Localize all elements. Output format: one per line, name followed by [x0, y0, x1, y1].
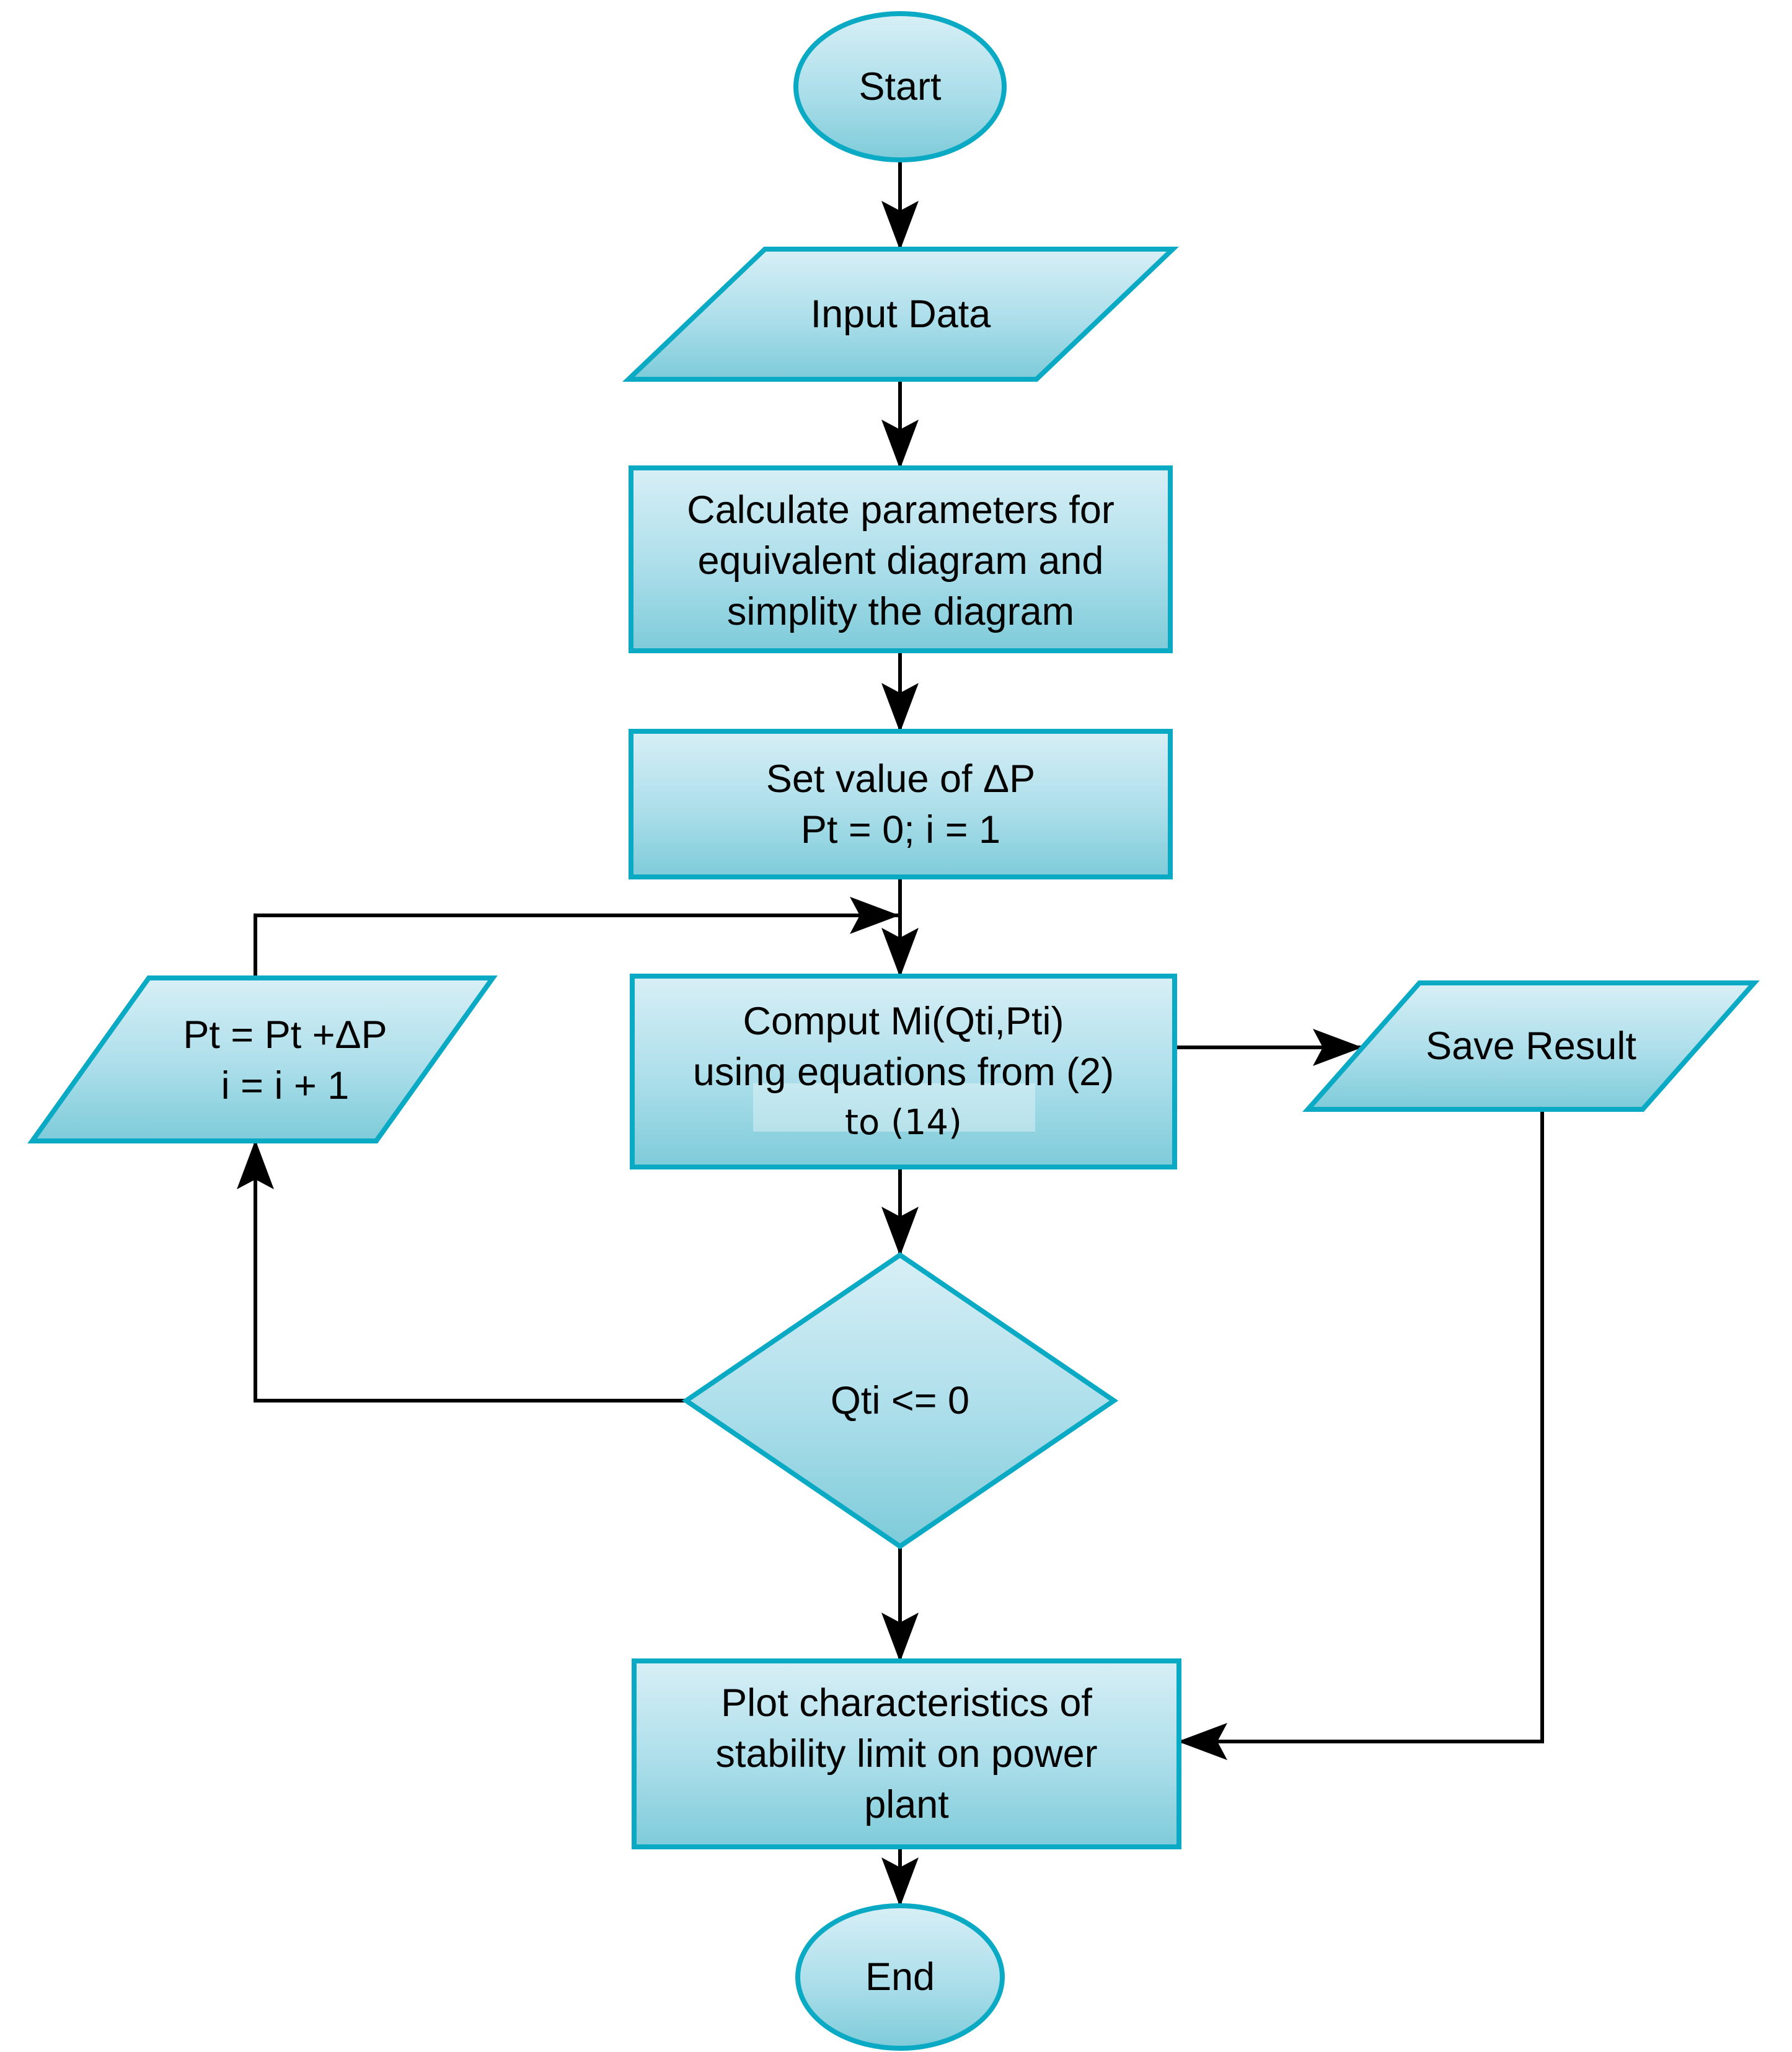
compute-line-3: to (14)	[845, 1103, 962, 1143]
compute-node-label: Comput Mi(Qti,Pti) using equations from …	[632, 980, 1175, 1164]
calculate-line-3: simplity the diagram	[726, 590, 1075, 633]
set-value-line-2: Pt = 0; i = 1	[800, 808, 1001, 852]
save-result-label-text: Save Result	[1426, 1024, 1636, 1068]
decision-label-text: Qti <= 0	[830, 1379, 970, 1422]
input-data-parallelogram-shape	[622, 247, 1179, 382]
start-terminator-shape	[793, 11, 1007, 162]
edge-saveresult-to-plot	[1178, 1109, 1544, 1760]
decision-diamond-shape	[681, 1252, 1119, 1549]
compute-process-shape	[630, 974, 1177, 1169]
compute-line-2: using equations from (2)	[692, 1050, 1114, 1094]
input-data-node-label: Input Data	[622, 280, 1180, 348]
set-value-process-shape	[629, 729, 1173, 879]
input-data-label-text: Input Data	[810, 293, 991, 336]
calculate-line-1: Calculate parameters for	[687, 488, 1114, 532]
start-node-label: Start	[776, 56, 1024, 118]
plot-node-label: Plot characteristics of stability limit …	[634, 1666, 1179, 1842]
save-result-parallelogram-shape	[1302, 980, 1760, 1112]
end-terminator-shape	[795, 1903, 1005, 2051]
increment-node-label: Pt = Pt +ΔP i = i + 1	[68, 984, 502, 1136]
plot-process-shape	[632, 1658, 1181, 1849]
compute-edit-patch	[753, 1083, 1035, 1132]
increment-parallelogram-shape	[27, 975, 498, 1143]
plot-line-3: plant	[864, 1783, 949, 1826]
plot-line-1: Plot characteristics of	[721, 1681, 1092, 1725]
end-label-text: End	[865, 1955, 935, 1999]
set-value-node-label: Set value of ΔP Pt = 0; i = 1	[631, 734, 1170, 874]
compute-line-1: Comput Mi(Qti,Pti)	[743, 1000, 1064, 1043]
calculate-process-shape	[629, 465, 1173, 653]
edge-decision-to-increment	[237, 1140, 686, 1402]
increment-line-1: Pt = Pt +ΔP	[183, 1013, 387, 1057]
save-result-node-label: Save Result	[1345, 1015, 1717, 1077]
end-node-label: End	[776, 1946, 1024, 2008]
plot-line-2: stability limit on power	[715, 1732, 1098, 1776]
increment-line-2: i = i + 1	[221, 1063, 350, 1107]
set-value-line-1: Set value of ΔP	[766, 757, 1036, 801]
calculate-line-2: equivalent diagram and	[697, 539, 1104, 583]
calculate-node-label: Calculate parameters for equivalent diag…	[631, 474, 1170, 648]
decision-node-label: Qti <= 0	[714, 1370, 1086, 1432]
start-label-text: Start	[858, 65, 942, 108]
edge-increment-loop-to-compute	[254, 897, 899, 978]
